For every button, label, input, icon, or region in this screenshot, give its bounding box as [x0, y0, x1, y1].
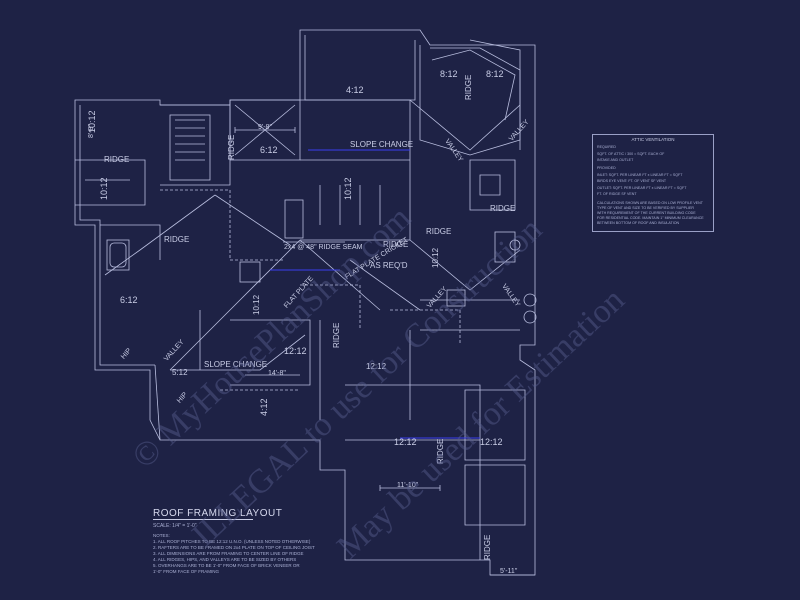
pitch-12-12-small: 12:12: [366, 362, 387, 371]
ridge-label-left: RIDGE: [104, 155, 130, 164]
pitch-4-12-bottom: 4:12: [259, 398, 269, 416]
ridge-label-center: RIDGE: [383, 240, 409, 249]
drawing-scale: SCALE: 1/4" = 1'-0": [153, 523, 197, 529]
slope-change-bottom: SLOPE CHANGE: [204, 360, 268, 369]
ridge-label-bottom: RIDGE: [426, 227, 452, 236]
note-line: 3. ALL DIMENSIONS ARE FROM FRAMING TO CE…: [153, 551, 304, 556]
note-line: 1'-0" FROM FACE OF FRAMING: [153, 569, 219, 574]
attic-row: OUTLET: SQFT. PER LINEAR FT x LINEAR FT …: [597, 186, 687, 190]
pitch-5-12: 5:12: [172, 368, 188, 377]
pitch-10-12-vert: 10:12: [252, 294, 261, 315]
pitch-8-12-b: 8:12: [486, 69, 504, 79]
attic-row: TYPE OF VENT AND SIZE TO BE VERIFIED BY …: [597, 206, 694, 210]
attic-ventilation-table: ATTIC VENTILATION REQUIRED SQFT. OF ATTI…: [592, 134, 714, 232]
dim-bottom-2: 5'-11": [500, 568, 518, 575]
dim-mid: 14'-8": [268, 370, 286, 377]
attic-row: FOR RESIDENTIAL CODE. MAINTAIN 1" MINIMU…: [597, 216, 704, 220]
dim-top: 9'-8": [258, 124, 272, 131]
attic-row: PROVIDED: [597, 166, 616, 170]
note-line: 2. RAFTERS ARE TO BE FRAMED ON 2x4 PLATE…: [153, 545, 315, 550]
ridge-label-vert-d: RIDGE: [436, 438, 445, 464]
dim-small: 8'-8": [88, 124, 95, 138]
pitch-12-12-right-b: 12:12: [480, 437, 503, 447]
note-line: 1. ALL ROOF PITCHES TO BE 12:12 U.N.O. (…: [153, 539, 311, 544]
ridge-label-vert-e: RIDGE: [483, 534, 492, 560]
ridge-label-vert-a: RIDGE: [227, 134, 236, 160]
ridge-seam-label: 2x4 @ 48" RIDGE SEAM: [284, 244, 363, 251]
pitch-10-12-center: 10:12: [343, 177, 353, 200]
attic-row: INLET: SQFT. PER LINEAR FT x LINEAR FT =…: [597, 173, 683, 177]
title-underline: [153, 519, 253, 520]
dim-bottom: 11'-10": [397, 482, 419, 489]
attic-row: SQFT. OF ATTIC / 300 = SQFT. EACH OF: [597, 152, 665, 156]
drawing-title: ROOF FRAMING LAYOUT: [153, 508, 283, 519]
attic-row: CALCULATIONS SHOWN ARE BASED ON LOW PROF…: [597, 201, 703, 205]
pitch-10-12-left: 10:12: [99, 177, 109, 200]
attic-row: FT. OF RIDGE SF VENT: [597, 192, 637, 196]
pitch-12-12-right-a: 12:12: [394, 437, 417, 447]
general-notes: NOTES: 1. ALL ROOF PITCHES TO BE 12:12 U…: [153, 533, 315, 575]
pitch-4-12-top: 4:12: [346, 85, 364, 95]
ridge-label-mid: RIDGE: [164, 235, 190, 244]
note-line: 5. OVERHANGS ARE TO BE 1'-0" FROM FACE O…: [153, 563, 300, 568]
slope-change-top: SLOPE CHANGE: [350, 140, 414, 149]
pitch-6-12-left: 6:12: [120, 295, 138, 305]
attic-ventilation-title: ATTIC VENTILATION: [631, 137, 675, 142]
pitch-6-12-mid: 6:12: [260, 145, 278, 155]
pitch-8-12-a: 8:12: [440, 69, 458, 79]
ridge-label-vert-c: RIDGE: [332, 322, 341, 348]
attic-row: INTAKE AND OUTLET: [597, 158, 634, 162]
note-line: 4. ALL RIDGES, HIPS, AND VALLEYS ARE TO …: [153, 557, 297, 562]
note-line: NOTES:: [153, 533, 170, 538]
attic-row: REQUIRED: [597, 145, 616, 149]
pitch-12-12-center: 12:12: [284, 346, 307, 356]
pitch-10-12-right: 10:12: [431, 247, 440, 268]
attic-row: WITH REQUIREMENT OF THE CURRENT BUILDING…: [597, 211, 696, 215]
as-reqd-label: AS REQ'D: [370, 261, 408, 270]
attic-row: BIRDS EYE VENT: FT. OF VENT SF VENT: [597, 179, 667, 183]
ridge-label-vert-b: RIDGE: [464, 74, 473, 100]
attic-row: BETWEEN BOTTOM OF ROOF AND INSULATION: [597, 221, 680, 225]
ridge-label-right: RIDGE: [490, 204, 516, 213]
